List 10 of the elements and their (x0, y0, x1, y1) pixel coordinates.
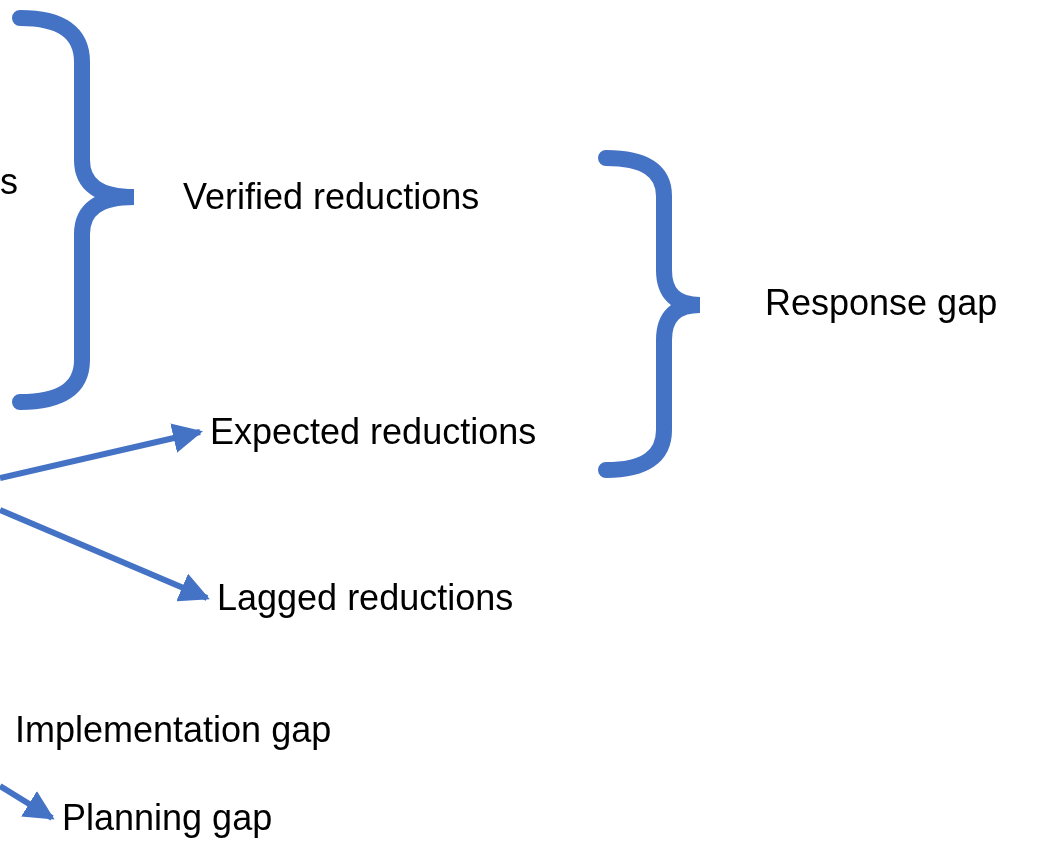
arrow (0, 783, 55, 821)
arrow (0, 507, 210, 602)
node-label: Verified reductions (183, 176, 480, 218)
node-label: Expected reductions (210, 411, 537, 453)
cut-off-text: s (0, 161, 18, 203)
node-label: Implementation gap (15, 709, 332, 751)
node-label: Planning gap (62, 797, 273, 839)
arrow (0, 423, 203, 481)
node-label: Lagged reductions (217, 577, 514, 619)
node-label: Response gap (765, 282, 998, 324)
